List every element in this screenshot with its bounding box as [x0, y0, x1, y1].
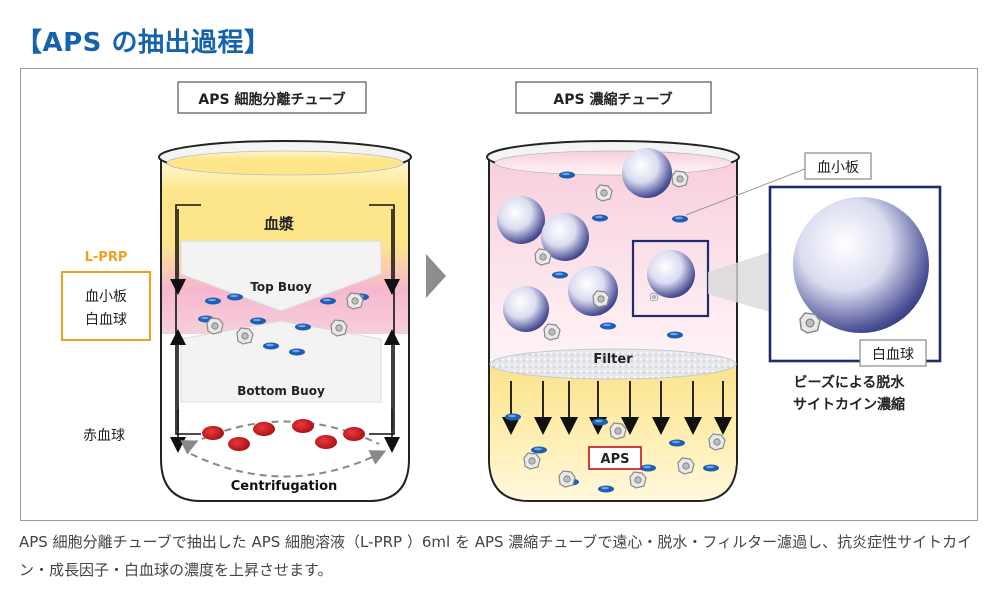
filter-label: Filter — [593, 352, 633, 367]
leukocyte-callout-box — [859, 339, 927, 367]
left-tube-header-box — [177, 81, 367, 114]
right-bracket — [369, 204, 395, 435]
caption: APS 細胞分離チューブで抽出した APS 細胞溶液（L-PRP ）6ml を … — [19, 533, 973, 579]
left-tube: APS 細胞分離チューブ Top Buoy Bottom Buoy 血漿 — [158, 81, 412, 502]
left-bracket — [175, 204, 201, 435]
filtration-arrows — [502, 381, 732, 435]
right-tube-header: APS 濃縮チューブ — [553, 91, 672, 108]
right-tube-header-box — [515, 81, 712, 114]
platelet-callout-label: 血小板 — [817, 160, 859, 176]
zoom-bead — [793, 197, 929, 333]
bottom-buoy-label: Bottom Buoy — [237, 384, 325, 398]
zoom-panel: 白血球 — [768, 185, 942, 367]
bottom-buoy — [180, 320, 382, 403]
process-arrow — [426, 254, 446, 298]
note-line1: ビーズによる脱水 — [794, 374, 906, 391]
page-title: 【APS の抽出過程】 — [16, 28, 271, 58]
top-buoy-label: Top Buoy — [250, 280, 312, 294]
top-buoy — [180, 240, 382, 312]
zoom-beam — [708, 252, 770, 312]
aps-process-diagram: APS 細胞分離チューブ Top Buoy Bottom Buoy 血漿 — [61, 81, 942, 502]
platelet-callout: 血小板 — [685, 152, 872, 216]
plasma-layer — [162, 163, 408, 244]
aps-label: APS — [601, 452, 630, 467]
centrifugation-label: Centrifugation — [231, 479, 338, 494]
filter-disc — [489, 348, 737, 380]
centrifugation-arc-bottom — [190, 450, 387, 478]
lprp-box — [61, 271, 151, 341]
beads — [497, 148, 672, 332]
left-tube-header: APS 細胞分離チューブ — [198, 91, 345, 108]
diagram-panel: APS 細胞分離チューブ Top Buoy Bottom Buoy 血漿 — [20, 68, 978, 521]
aps-label-box — [588, 446, 642, 470]
right-upper-layer — [490, 163, 736, 359]
plasma-label: 血漿 — [264, 215, 294, 233]
note-line2: サイトカイン濃縮 — [793, 396, 905, 413]
leukocyte-callout-label: 白血球 — [872, 347, 914, 363]
red-blood-cells — [202, 419, 365, 451]
lprp-callout: L-PRP 血小板 白血球 — [61, 250, 151, 341]
right-tube: APS 濃縮チューブ Filter — [486, 81, 740, 502]
lprp-title: L-PRP — [85, 250, 128, 265]
lprp-line2: 白血球 — [85, 312, 127, 328]
platelet-callout-box — [804, 152, 872, 180]
lprp-line1: 血小板 — [85, 289, 127, 305]
rbc-label: 赤血球 — [83, 428, 125, 444]
